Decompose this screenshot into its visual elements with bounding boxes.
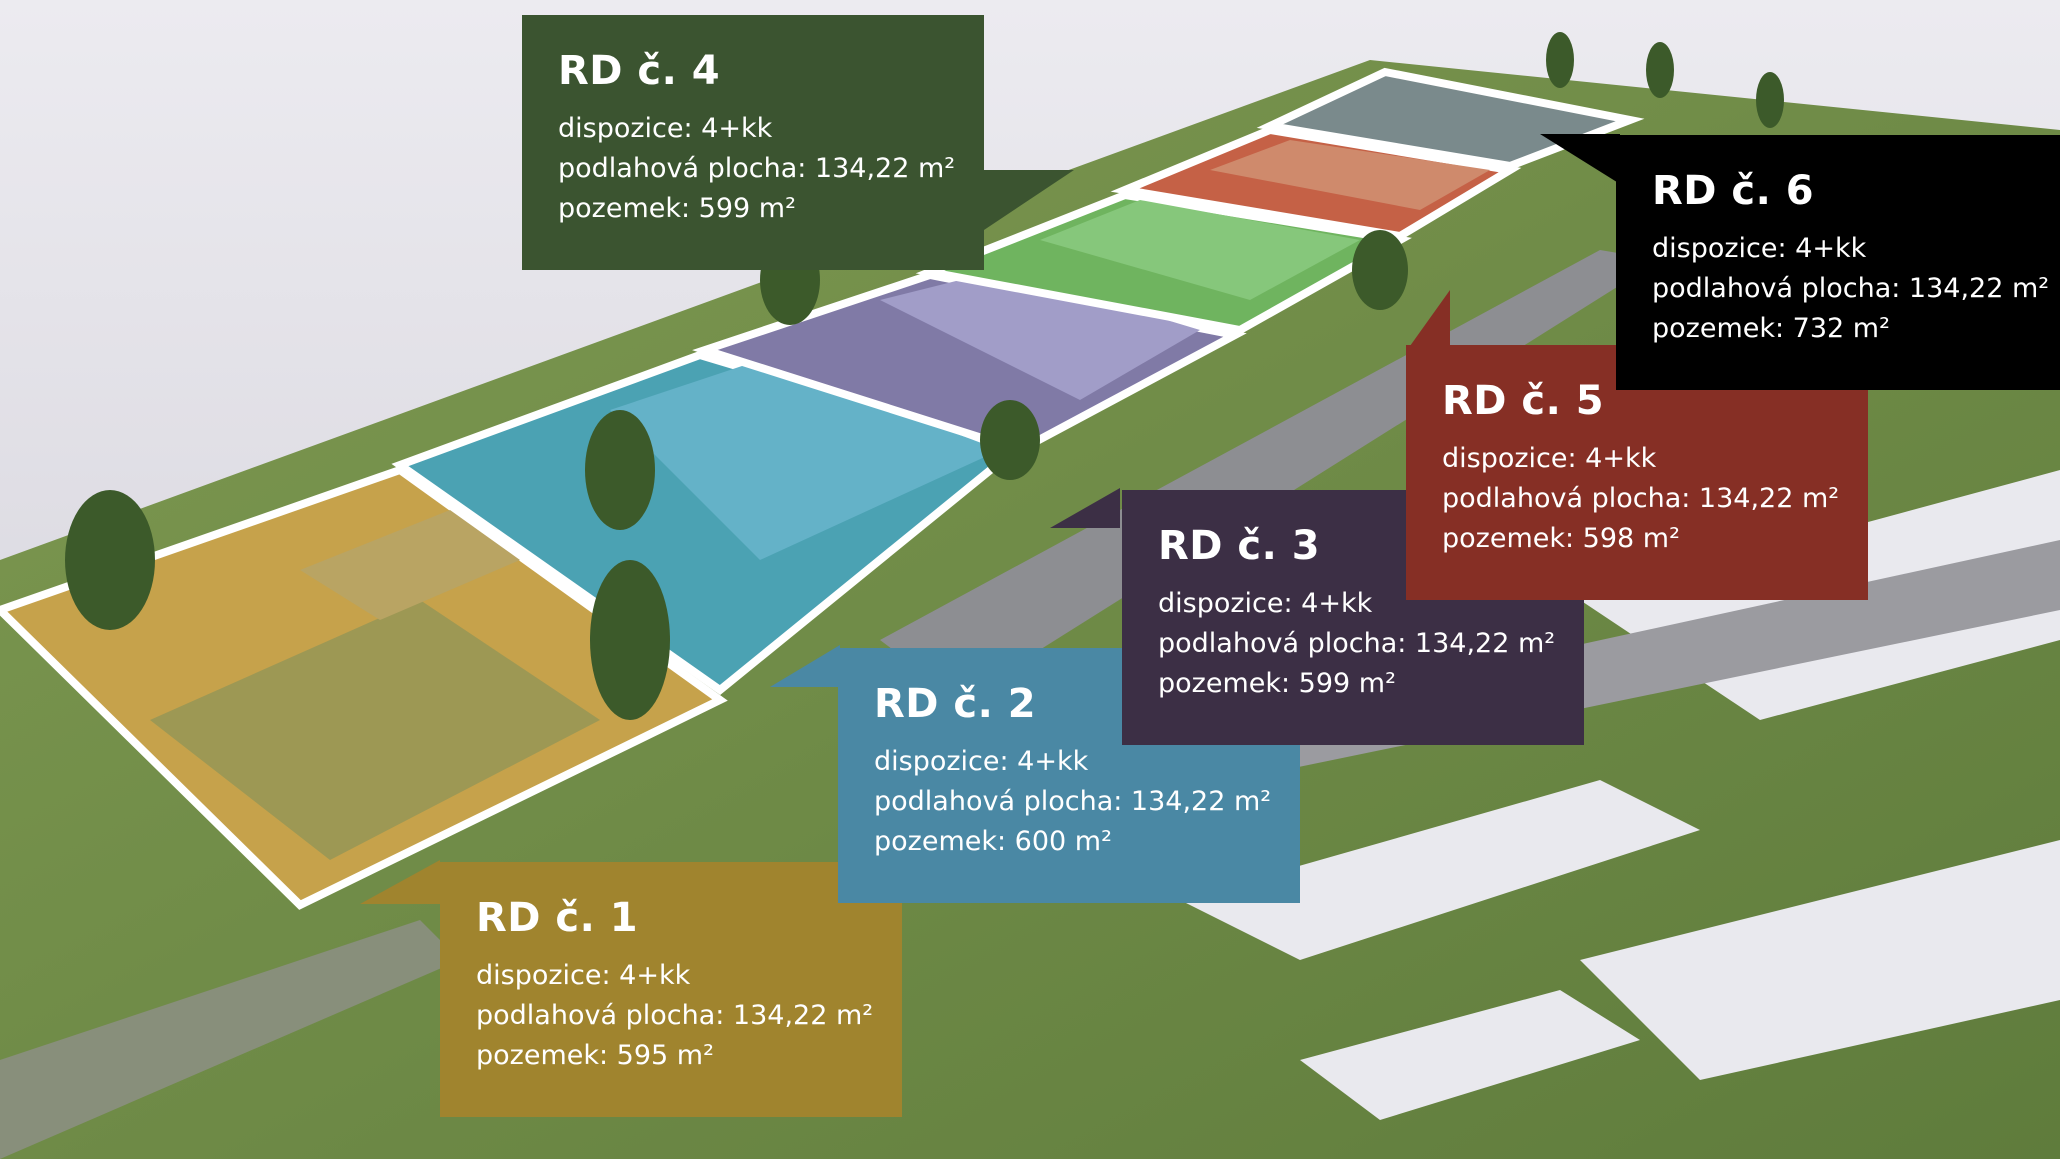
house-2-roof <box>610 360 1000 560</box>
house-card-floor-area: podlahová plocha: 134,22 m² <box>1652 273 2050 304</box>
house-card-floor-area: podlahová plocha: 134,22 m² <box>1158 628 1556 659</box>
house-card-plot-area: pozemek: 732 m² <box>1652 313 1890 344</box>
house-card-plot-area: pozemek: 595 m² <box>476 1040 714 1071</box>
house-card-plot-area: pozemek: 599 m² <box>558 193 796 224</box>
footpath <box>0 920 460 1159</box>
house-card-floor-area: podlahová plocha: 134,22 m² <box>558 153 956 184</box>
house-card-title: RD č. 1 <box>476 895 639 941</box>
house-card-plot-area: pozemek: 598 m² <box>1442 523 1680 554</box>
house-card-floor-area: podlahová plocha: 134,22 m² <box>476 1000 874 1031</box>
house-card-title: RD č. 2 <box>874 681 1037 727</box>
house-card-dispozice: dispozice: 4+kk <box>874 746 1089 777</box>
house-card-floor-area: podlahová plocha: 134,22 m² <box>1442 483 1840 514</box>
callout-tail-2 <box>770 645 840 687</box>
house-card-rd1: RD č. 1 dispozice: 4+kk podlahová plocha… <box>440 862 902 1117</box>
house-card-dispozice: dispozice: 4+kk <box>558 113 773 144</box>
paved-area-4 <box>1300 990 1640 1120</box>
house-card-title: RD č. 3 <box>1158 523 1321 569</box>
house-card-dispozice: dispozice: 4+kk <box>476 960 691 991</box>
trees <box>65 32 1784 720</box>
house-card-floor-area: podlahová plocha: 134,22 m² <box>874 786 1272 817</box>
house-card-title: RD č. 5 <box>1442 378 1605 424</box>
house-card-title: RD č. 4 <box>558 48 721 94</box>
house-card-rd3: RD č. 3 dispozice: 4+kk podlahová plocha… <box>1122 490 1584 745</box>
paved-area-2 <box>1180 780 1700 960</box>
house-4-roof <box>1040 200 1360 300</box>
house-card-plot-area: pozemek: 599 m² <box>1158 668 1396 699</box>
callout-tail-1 <box>360 860 440 904</box>
house-card-dispozice: dispozice: 4+kk <box>1442 443 1657 474</box>
callout-tail-4 <box>984 170 1074 230</box>
callout-tail-3 <box>1050 488 1120 528</box>
house-1-wing <box>300 510 520 620</box>
paved-area-3 <box>1580 840 2060 1080</box>
house-card-dispozice: dispozice: 4+kk <box>1158 588 1373 619</box>
house-card-rd6: RD č. 6 dispozice: 4+kk podlahová plocha… <box>1616 135 2060 390</box>
house-card-plot-area: pozemek: 600 m² <box>874 826 1112 857</box>
house-3-roof <box>880 270 1200 400</box>
callout-tail-6 <box>1540 134 1620 184</box>
house-5-roof <box>1210 140 1490 210</box>
house-card-dispozice: dispozice: 4+kk <box>1652 233 1867 264</box>
house-card-title: RD č. 6 <box>1652 168 1815 214</box>
house-1-roof <box>150 600 600 860</box>
house-card-rd4: RD č. 4 dispozice: 4+kk podlahová plocha… <box>522 15 984 270</box>
callout-tail-5 <box>1410 290 1450 346</box>
